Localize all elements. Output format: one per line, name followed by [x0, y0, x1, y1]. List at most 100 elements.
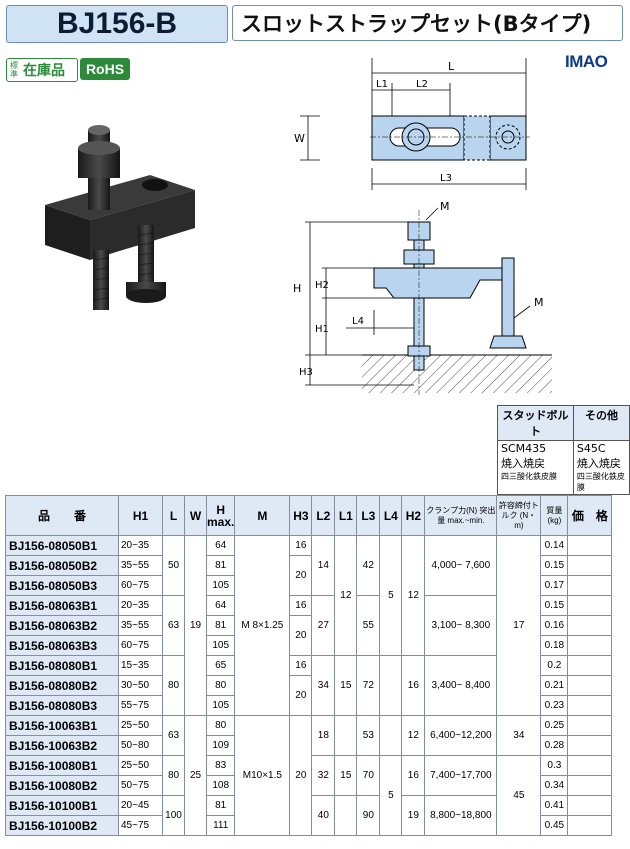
l2-value: 27 [311, 595, 336, 656]
h1-range: 60~75 [118, 635, 163, 656]
h-value: 64 [205, 535, 236, 556]
l2-value: 18 [311, 715, 336, 756]
mass-value: 0.3 [540, 755, 569, 776]
w-value: 25 [184, 715, 207, 836]
h-value: 111 [205, 815, 236, 836]
l2-value: 40 [311, 795, 336, 836]
l2-value: 34 [311, 655, 336, 716]
mass-value: 0.15 [540, 595, 569, 616]
price-value [567, 715, 613, 736]
part-number: BJ156-10080B2 [5, 775, 119, 796]
mass-value: 0.16 [540, 615, 569, 636]
l1-value: 15 [334, 755, 358, 796]
mass-value: 0.21 [540, 675, 569, 696]
h1-range: 50~75 [118, 775, 163, 796]
dim-L3: L3 [440, 173, 452, 184]
l1-value: 12 [334, 535, 358, 656]
col-l4: L4 [379, 495, 403, 536]
m-value: M10×1.5 [234, 715, 291, 836]
l3-value: 70 [356, 755, 381, 796]
clamp-force: 3,100~ 8,300 [424, 595, 498, 656]
table-row: BJ156-08080B2 30~50 80 20 0.21 [5, 675, 613, 716]
h1-range: 25~50 [118, 755, 163, 776]
mass-value: 0.2 [540, 655, 569, 676]
dim-L4: L4 [352, 316, 364, 327]
h1-range: 50~80 [118, 735, 163, 756]
dim-M-top: M [440, 200, 450, 213]
materials-header-stud: スタッドボルト [497, 405, 574, 441]
clamp-force: 4,000~ 7,600 [424, 535, 498, 596]
h-value: 105 [205, 575, 236, 596]
col-part: 品 番 [5, 495, 119, 536]
h-value: 81 [205, 615, 236, 636]
materials-other: S45C 焼入焼戻 四三酸化鉄皮膜 [572, 440, 630, 495]
h1-range: 20~45 [118, 795, 163, 816]
part-number: BJ156-08080B3 [5, 695, 119, 716]
standard-label: 標準 [10, 61, 18, 79]
l3-value: 42 [356, 535, 381, 596]
spec-table: 品 番 H1 L W H max. M H3 L2 L1 L3 L4 H2 クラ… [5, 495, 613, 836]
col-mass: 質量 (kg) [540, 495, 569, 536]
mass-value: 0.17 [540, 575, 569, 596]
table-row: BJ156-08063B2 35~55 81 20 0.16 [5, 615, 613, 656]
mass-value: 0.14 [540, 535, 569, 556]
clamp-force: 3,400~ 8,400 [424, 655, 498, 716]
l3-value: 55 [356, 595, 381, 656]
clamp-force: 8,800~18,800 [424, 795, 498, 836]
h2-value: 19 [401, 795, 426, 836]
col-w: W [184, 495, 207, 536]
table-row: BJ156-10100B2 45~75 111 0.45 [5, 815, 613, 836]
l-value: 63 [162, 595, 185, 656]
mass-value: 0.25 [540, 715, 569, 736]
table-row: BJ156-08050B2 35~55 81 20 0.15 [5, 555, 613, 596]
price-value [567, 795, 613, 816]
l1-value [334, 715, 358, 756]
h-value: 105 [205, 635, 236, 656]
part-number: BJ156-08063B1 [5, 595, 119, 616]
price-value [567, 535, 613, 556]
l4-value: 5 [379, 755, 403, 836]
h3-value: 16 [289, 595, 313, 616]
mass-value: 0.45 [540, 815, 569, 836]
dim-H3: H3 [299, 367, 313, 378]
part-number: BJ156-08080B2 [5, 675, 119, 696]
dim-H1: H1 [315, 324, 329, 335]
h3-value: 20 [289, 715, 313, 836]
l-value: 80 [162, 755, 185, 796]
dim-L2: L2 [416, 79, 428, 90]
price-value [567, 755, 613, 776]
h-value: 109 [205, 735, 236, 756]
h1-range: 45~75 [118, 815, 163, 836]
h-value: 65 [205, 655, 236, 676]
price-value [567, 695, 613, 716]
l4-value [379, 715, 403, 756]
table-row: BJ156-08080B1 15~35 80 65 16 34 15 72 16… [5, 655, 613, 716]
h2-value: 16 [401, 755, 426, 796]
h-value: 83 [205, 755, 236, 776]
part-number: BJ156-10100B2 [5, 815, 119, 836]
h3-value: 16 [289, 535, 313, 556]
clamp-force: 7,400~17,700 [424, 755, 498, 796]
table-row: BJ156-08063B3 60~75 105 0.18 [5, 635, 613, 656]
dim-M-right: M [534, 296, 544, 309]
col-l3: L3 [356, 495, 381, 536]
h3-value: 20 [289, 555, 313, 596]
mass-value: 0.18 [540, 635, 569, 656]
part-number: BJ156-10063B1 [5, 715, 119, 736]
w-value: 19 [184, 535, 207, 716]
h1-range: 35~55 [118, 615, 163, 636]
table-row: BJ156-10063B1 25~50 63 25 80 M10×1.5 20 … [5, 715, 613, 836]
h-value: 108 [205, 775, 236, 796]
l4-value [379, 655, 403, 716]
part-number: BJ156-10063B2 [5, 735, 119, 756]
mass-value: 0.41 [540, 795, 569, 816]
l4-value: 5 [379, 535, 403, 656]
h-value: 80 [205, 715, 236, 736]
price-value [567, 555, 613, 576]
l3-value: 72 [356, 655, 381, 716]
m-value: M 8×1.25 [234, 535, 291, 716]
dim-L1: L1 [376, 79, 388, 90]
header: BJ156-B スロットストラップセット(Bタイプ) [0, 0, 630, 46]
other-treatment: 焼入焼戻 [576, 457, 621, 470]
h1-range: 25~50 [118, 715, 163, 736]
